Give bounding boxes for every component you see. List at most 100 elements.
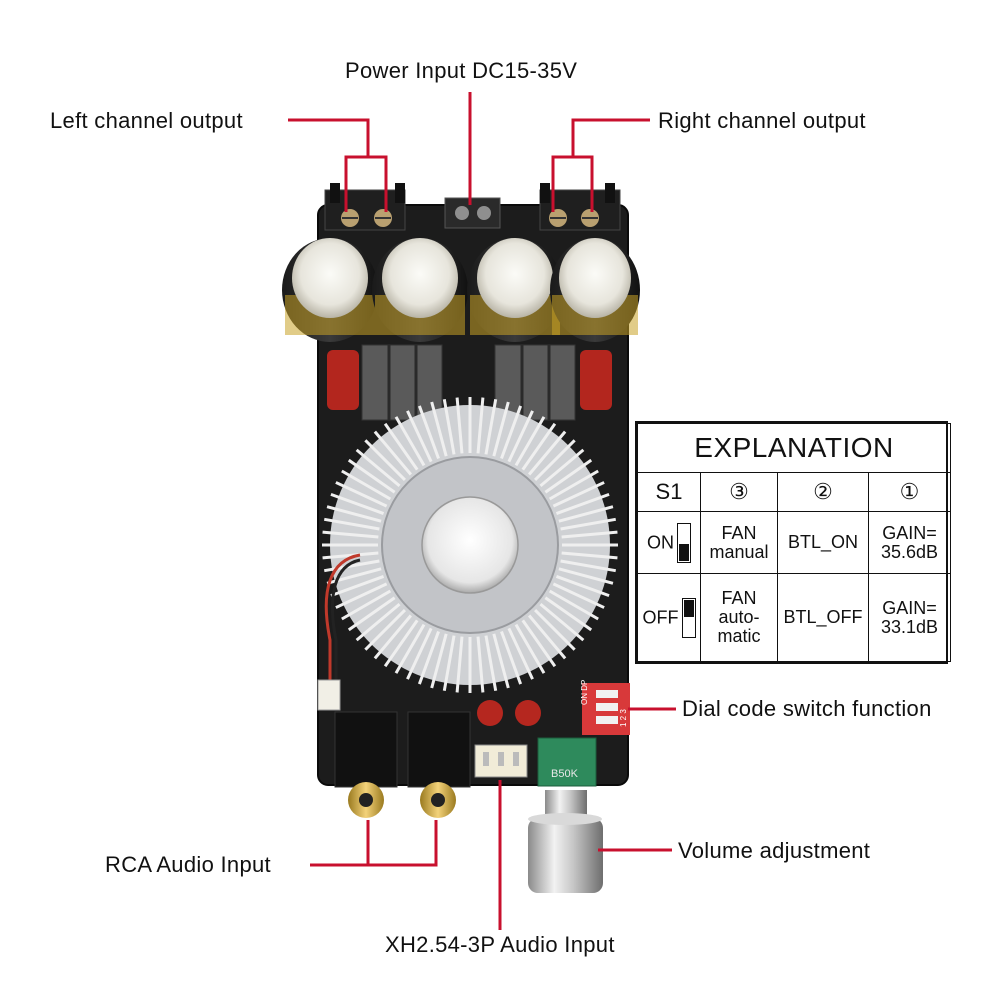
heatsink-fin [347, 596, 396, 632]
heatsink-fin [373, 430, 413, 476]
fan-mode-manual: manual [709, 541, 769, 562]
rca-audio-input-label: RCA Audio Input [105, 852, 271, 877]
row-off-fan: FAN auto- matic [700, 573, 778, 662]
svg-text:ON DP: ON DP [580, 680, 589, 705]
heatsink-fin [484, 398, 498, 455]
heatsink-fin [355, 448, 401, 488]
heatsink-fin [335, 582, 388, 609]
heatsink-fin [341, 589, 392, 621]
heatsink-fin [548, 469, 599, 501]
gain-value-off: 33.1dB [880, 616, 939, 637]
cooling-fan [381, 456, 559, 634]
heatsink-fin [364, 439, 407, 482]
header-2: ② [777, 472, 869, 512]
power-input-label: Power Input DC15-35V [345, 58, 578, 83]
heatsink-fin [561, 530, 618, 539]
dip-switch: ON DP 1 2 3 [580, 680, 630, 735]
gain-label: GAIN= [882, 522, 937, 543]
heatsink-fin [442, 398, 456, 455]
switch-on-icon [677, 522, 691, 563]
fan-mode-matic: matic [717, 626, 761, 647]
row-off-state: OFF [637, 573, 701, 662]
row-on-state: ON [637, 510, 701, 575]
heatsink-fin [323, 559, 380, 573]
fan-label: FAN [721, 522, 757, 543]
left-channel-output-label: Left channel output [50, 108, 243, 133]
heatsink-fin [383, 619, 419, 668]
input-capacitors [477, 700, 541, 726]
heatsink-fin [326, 505, 382, 523]
heatsink-fin [539, 602, 585, 642]
state-label-on: ON [647, 532, 674, 553]
left-output-terminal [324, 183, 406, 231]
heatsink-fin [558, 567, 614, 585]
heatsink-fin [521, 422, 557, 471]
heatsink-fin [560, 517, 617, 531]
row-on-btl: BTL_ON [777, 510, 869, 575]
heatsink-fin [533, 439, 576, 482]
heatsink-fin [555, 492, 610, 515]
switch-off-icon [681, 597, 696, 638]
heatsink-fin [394, 623, 426, 674]
heatsink-fin [507, 410, 534, 463]
rca-jack-left [334, 711, 398, 818]
heatsink-fin [552, 481, 605, 508]
heatsink-fin [527, 614, 567, 660]
header-1: ① [867, 472, 952, 512]
volume-knob [528, 790, 603, 893]
heatsink-fin [492, 401, 510, 457]
heatsink-fin [533, 608, 576, 651]
heatsink-fin [394, 416, 426, 467]
fan-label: FAN [721, 588, 757, 609]
xh-audio-input-label: XH2.54-3P Audio Input [385, 932, 615, 957]
heatsink-fin [561, 551, 618, 560]
row-off-btl: BTL_OFF [777, 573, 869, 662]
heatsink-fin [455, 636, 464, 693]
heatsink-fin [330, 492, 385, 515]
inductor-left [361, 344, 443, 421]
svg-text:1 2 3: 1 2 3 [619, 709, 628, 727]
film-capacitor-left [327, 350, 359, 410]
heatsink-fin [330, 575, 385, 598]
heatsink-fin [560, 559, 617, 573]
heatsink-fin [521, 619, 557, 668]
explanation-table: EXPLANATION S1 ③ ② ① ON FAN manual BTL_O… [635, 421, 952, 664]
heatsink-fin [476, 397, 485, 454]
row-on-gain: GAIN= 35.6dB [867, 510, 952, 575]
heatsink-fin [492, 633, 510, 689]
heatsink-fin [417, 630, 440, 685]
gain-value-on: 35.6dB [880, 541, 939, 562]
heatsink-fin [355, 602, 401, 642]
row-on-fan: FAN manual [700, 510, 778, 575]
state-label-off: OFF [642, 607, 679, 628]
heatsink-fin [323, 517, 380, 531]
heatsink-fin [539, 448, 585, 488]
explanation-title: EXPLANATION [636, 423, 952, 473]
heatsink-fin [322, 551, 379, 560]
heatsink-fin [406, 627, 433, 680]
heatsink-fin [430, 633, 448, 689]
heatsink-fin [558, 505, 614, 523]
fan-mode-auto: auto- [718, 607, 760, 628]
heatsink-fin [514, 416, 546, 467]
heatsink-fin [500, 405, 523, 460]
heatsink-fin [552, 582, 605, 609]
heatsink-fin [373, 614, 413, 660]
heatsink-fin [484, 635, 498, 692]
heatsink-fin [335, 481, 388, 508]
heatsink-fin [442, 635, 456, 692]
volume-adjustment-label: Volume adjustment [678, 838, 871, 863]
right-channel-output-label: Right channel output [658, 108, 866, 133]
capacitor-1 [282, 238, 378, 342]
heatsink-fin [527, 430, 567, 476]
header-3: ③ [700, 472, 778, 512]
heatsink-fin [341, 469, 392, 501]
gain-label: GAIN= [882, 597, 937, 618]
heatsink-fin [555, 575, 610, 598]
heatsink-fin [430, 401, 448, 457]
capacitor-2 [372, 238, 468, 342]
heatsink-fin [383, 422, 419, 471]
heatsink-fin [455, 397, 464, 454]
heatsink-fin [364, 608, 407, 651]
